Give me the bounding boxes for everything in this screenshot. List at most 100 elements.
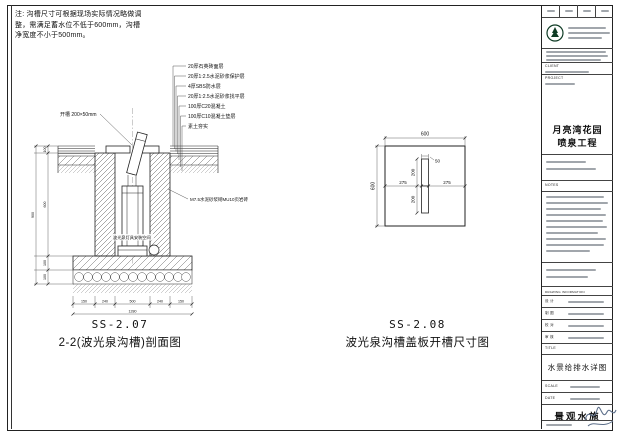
- sheet-category: 景观水施: [554, 412, 601, 421]
- plan-dim-slot-h1: 200: [411, 168, 416, 176]
- drawing-info-label: DRAWING INFORMATION: [545, 289, 585, 294]
- svg-text:1280: 1280: [129, 310, 137, 314]
- plan-dim-left: [375, 144, 385, 228]
- compacted-soil: [73, 284, 192, 293]
- section-drawing: 波光泉灯具安装空间 20厚石英砖面层 20厚1:2.5水泥砂浆保护层 4厚SBS…: [31, 63, 249, 316]
- wall-note: M7.5水泥砂浆砌MU10页岩砖: [190, 196, 249, 203]
- plan-dim-275: [383, 184, 467, 188]
- cover-plate: [105, 145, 160, 154]
- section-title: 2-2(波光泉沟槽)剖面图: [58, 337, 182, 349]
- project-row: PROJECT 月亮湾花园 喷泉工程: [542, 75, 613, 155]
- category-row: 景观水施: [542, 405, 613, 421]
- svg-text:600: 600: [43, 202, 47, 208]
- horizontal-dimension-labels: 150 240 500 240 150 1280: [81, 300, 184, 314]
- base-slab: [72, 255, 193, 271]
- slot-leader: [99, 113, 133, 146]
- plan-drawing: 600 600 275 275 200 200 50: [371, 132, 467, 228]
- drain-pipe-section: [148, 244, 160, 256]
- vertical-dimensions: [34, 144, 95, 286]
- handwritten-mark: [584, 406, 617, 427]
- gravel-cushion: [72, 269, 193, 285]
- layer-leaders: [172, 65, 186, 171]
- scale-row: SCALE: [542, 381, 613, 393]
- company-logo-row: [542, 18, 613, 49]
- project-name-2: 喷泉工程: [557, 138, 598, 148]
- client-label: CLIENT: [545, 64, 560, 68]
- ground-layers-right: [170, 145, 219, 173]
- date-label: DATE: [545, 396, 556, 400]
- info-row-label: 校 对: [545, 323, 554, 327]
- horizontal-dimensions: [71, 296, 194, 316]
- plate-slots: [421, 158, 429, 214]
- plan-dim-top-label: 600: [421, 132, 430, 138]
- top-grid-cell: [578, 5, 596, 17]
- company-logo-icon: [546, 24, 564, 42]
- info-row: 设 计: [542, 296, 613, 308]
- plan-dim-slot-h2: 200: [411, 195, 416, 203]
- plan-dim-200: [415, 157, 419, 215]
- svg-text:100: 100: [43, 147, 47, 153]
- date-row: DATE: [542, 393, 613, 405]
- project-name-1: 月亮湾花园: [552, 125, 603, 135]
- plan-dim-top: [383, 136, 467, 146]
- section-code: SS-2.07: [91, 318, 149, 331]
- top-grid-cell: [542, 5, 560, 17]
- info-row-label: 审 核: [545, 335, 554, 339]
- info-row: 校 对: [542, 320, 613, 332]
- binding-edge-line: [11, 5, 12, 429]
- svg-text:100: 100: [43, 274, 47, 280]
- svg-text:240: 240: [102, 300, 108, 304]
- titleblock-top-grid: [542, 5, 613, 18]
- notes-body: [542, 192, 613, 263]
- project-label: PROJECT: [545, 76, 564, 80]
- svg-text:500: 500: [130, 300, 136, 304]
- titleblock: CLIENT PROJECT 月亮湾花园 喷泉工程 NOTES: [541, 5, 613, 429]
- general-note: 注: 沟槽尺寸可根据现场实际情况略做调整，需满足蓄水位不低于600mm，沟槽净宽…: [15, 11, 142, 39]
- drawing-info-table: 设 计 制 图 校 对 审 核: [542, 296, 613, 344]
- plan-title: 波光泉沟槽盖板开槽尺寸图: [345, 337, 490, 349]
- layer-label: 20厚1:2.5水泥砂浆找平层: [188, 93, 245, 100]
- company-name-line: [568, 27, 606, 29]
- cavity-note-bg: [111, 234, 154, 241]
- layer-label: 100厚C10混凝土垫层: [188, 113, 236, 120]
- top-grid-cell: [560, 5, 578, 17]
- drawing-info-header: DRAWING INFORMATION: [542, 287, 613, 296]
- info-row-label: 设 计: [545, 299, 554, 303]
- layer-label: 20厚1:2.5水泥砂浆保护层: [188, 73, 245, 80]
- plan-code: SS-2.08: [389, 318, 446, 331]
- scale-label: SCALE: [545, 384, 558, 388]
- svg-text:900: 900: [31, 212, 35, 218]
- sheet-number-row: [542, 421, 613, 429]
- drawing-title-row: 水景给排水详图: [542, 355, 613, 381]
- channel-wall-left: [94, 152, 116, 257]
- drawing-title: 水景给排水详图: [547, 363, 608, 372]
- svg-text:150: 150: [81, 300, 87, 304]
- section-title-block: SS-2.07 2-2(波光泉沟槽)剖面图: [20, 318, 220, 350]
- client-row: CLIENT: [542, 63, 613, 75]
- top-grid-cell: [596, 5, 613, 17]
- plan-dim-left275: 275: [399, 180, 407, 185]
- subproject-row: [542, 155, 613, 181]
- slot-callout: 开槽 200×50mm: [60, 111, 97, 118]
- info-row: 审 核: [542, 332, 613, 344]
- svg-text:100: 100: [43, 260, 47, 266]
- info-row: 制 图: [542, 308, 613, 320]
- layer-label: 素土夯实: [188, 123, 208, 130]
- company-address-row: [542, 49, 613, 63]
- ground-layers-left: [57, 145, 95, 173]
- plan-dim-slot-w: 50: [435, 159, 441, 164]
- svg-text:150: 150: [178, 300, 184, 304]
- revision-row: [542, 263, 613, 287]
- notes-label-row: NOTES: [542, 181, 613, 192]
- notes-label: NOTES: [545, 183, 559, 187]
- channel-wall-right: [149, 152, 171, 257]
- wall-note-leader: [167, 188, 189, 200]
- layer-label: 4厚SBS防水层: [188, 83, 221, 90]
- fountain-fixture: [117, 131, 148, 257]
- plan-title-block: SS-2.08 波光泉沟槽盖板开槽尺寸图: [325, 318, 510, 350]
- layer-label: 100厚C20混凝土: [188, 103, 226, 110]
- plan-dim-right275: 275: [443, 180, 451, 185]
- layer-labels: 20厚石英砖面层 20厚1:2.5水泥砂浆保护层 4厚SBS防水层 20厚1:2…: [188, 63, 245, 130]
- info-row-label: 制 图: [545, 311, 554, 315]
- layer-label: 20厚石英砖面层: [188, 63, 224, 70]
